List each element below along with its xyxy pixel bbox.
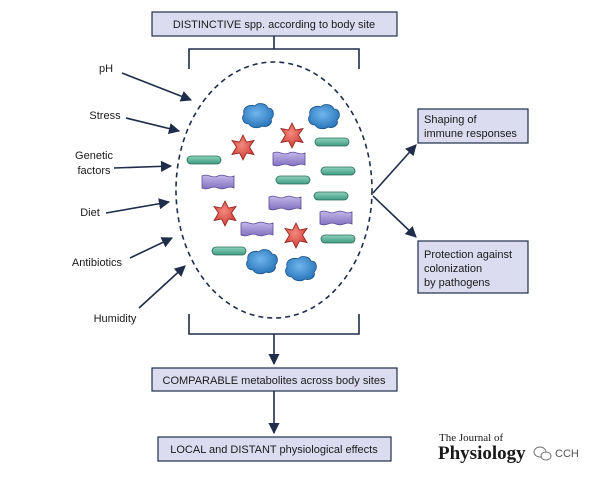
purple-wave-icon bbox=[319, 210, 353, 226]
red-star-icon bbox=[231, 134, 255, 161]
top-box-label: DISTINCTIVE spp. according to body site bbox=[173, 19, 375, 31]
bottom-bracket bbox=[188, 314, 360, 335]
immune-box bbox=[417, 108, 529, 144]
genetic-arrow bbox=[113, 160, 173, 172]
factor-antibiotics-label: Antibiotics bbox=[72, 257, 123, 269]
factor-ph-label: pH bbox=[99, 63, 113, 75]
top-bracket bbox=[188, 36, 360, 69]
factor-diet-label: Diet bbox=[80, 207, 100, 219]
blue-cell-icon bbox=[308, 104, 340, 130]
factor-humidity-label: Humidity bbox=[94, 313, 137, 325]
journal-logo-line-2: Physiology bbox=[438, 443, 526, 464]
microbiome-ellipse bbox=[175, 61, 373, 319]
immune-box-line-2: immune responses bbox=[424, 128, 517, 140]
green-rod-icon bbox=[314, 137, 350, 147]
red-star-icon bbox=[284, 222, 308, 249]
protection-arrow bbox=[372, 195, 417, 238]
green-rod-icon bbox=[275, 175, 311, 185]
protection-box-line-3: by pathogens bbox=[424, 277, 491, 289]
purple-wave-icon bbox=[268, 195, 302, 211]
blue-cell-icon bbox=[242, 103, 274, 129]
purple-wave-icon bbox=[201, 174, 235, 190]
effects-box-label: LOCAL and DISTANT physiological effects bbox=[170, 444, 378, 456]
diet-arrow bbox=[105, 198, 171, 214]
purple-wave-icon bbox=[240, 221, 274, 237]
factor-genetic-label-1: Genetic bbox=[75, 150, 113, 162]
wechat-icon bbox=[533, 446, 552, 461]
red-star-icon bbox=[280, 122, 304, 149]
ph-arrow bbox=[121, 72, 193, 102]
metabolites-box-label: COMPARABLE metabolites across body sites bbox=[163, 375, 386, 387]
purple-wave-icon bbox=[272, 151, 306, 167]
green-rod-icon bbox=[320, 166, 356, 176]
factor-genetic-label-2: factors bbox=[77, 165, 111, 177]
humidity-arrow bbox=[138, 265, 186, 309]
blue-cell-icon bbox=[285, 256, 317, 282]
journal-logo-line-1: The Journal of bbox=[439, 432, 503, 444]
protection-box bbox=[417, 240, 529, 294]
stress-arrow bbox=[125, 117, 181, 135]
effects-box bbox=[157, 436, 392, 462]
antibiotics-arrow bbox=[129, 237, 174, 259]
blue-cell-icon bbox=[246, 249, 278, 275]
immune-box-line-1: Shaping of bbox=[424, 114, 478, 126]
protection-box-line-2: colonization bbox=[424, 263, 482, 275]
watermark-label: CCH bbox=[555, 448, 579, 460]
green-rod-icon bbox=[313, 191, 349, 201]
immune-arrow bbox=[372, 144, 417, 194]
protection-box-line-1: Protection against bbox=[424, 249, 512, 261]
factor-stress-label: Stress bbox=[89, 110, 121, 122]
green-rod-icon bbox=[186, 155, 222, 165]
top-box bbox=[151, 11, 398, 37]
green-rod-icon bbox=[211, 246, 247, 256]
green-rod-icon bbox=[320, 234, 356, 244]
red-star-icon bbox=[213, 200, 237, 227]
